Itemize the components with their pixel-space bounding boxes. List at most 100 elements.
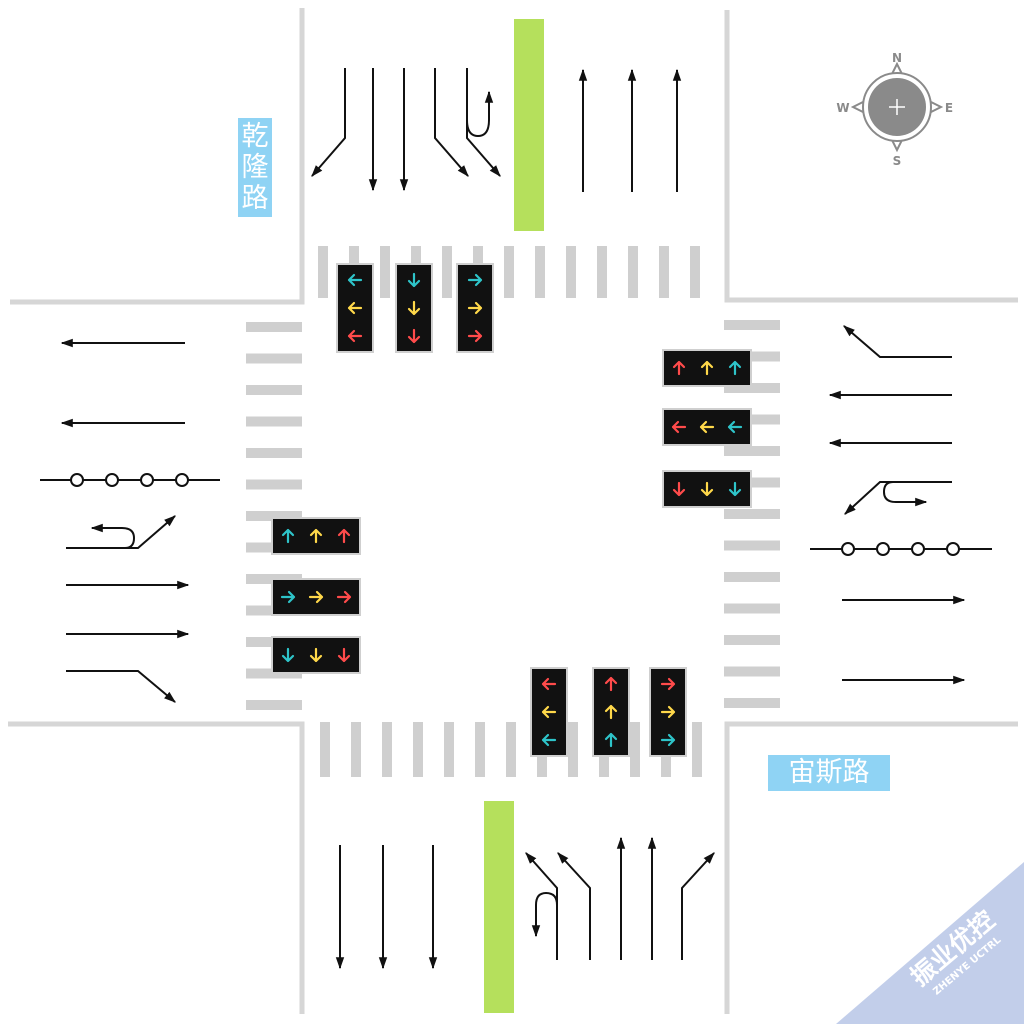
lane-arrow-left-turn	[525, 852, 558, 960]
crosswalk-stripe	[724, 540, 780, 551]
crosswalk-stripe	[724, 383, 780, 393]
watermark: 振业优控 ZHENYE UCTRL	[836, 862, 1024, 1024]
lane-arrow-right-turn	[843, 325, 952, 358]
crosswalk-stripe	[724, 635, 780, 645]
right-arrow-light	[336, 590, 352, 604]
down-arrow-light	[281, 647, 295, 663]
crosswalk-stripe	[659, 246, 669, 298]
compass-east-label: E	[945, 101, 953, 115]
right-arrow-light	[308, 590, 324, 604]
up-arrow-light	[604, 704, 618, 720]
crosswalk-stripe	[692, 722, 702, 777]
crosswalk-stripe	[380, 246, 390, 298]
lane-arrow-right-turn	[311, 68, 346, 177]
crosswalk-stripe	[475, 722, 485, 777]
right-arrow-light	[467, 301, 483, 315]
street-label-char: 隆	[241, 152, 269, 184]
lane-divider-circles-west	[40, 473, 220, 487]
crosswalk-stripe	[724, 603, 780, 614]
street-label-char: 乾	[241, 121, 269, 152]
left-arrow-light	[347, 329, 363, 343]
median-north	[514, 19, 544, 231]
down-arrow-light	[407, 328, 421, 344]
lane-arrow-left-turn	[844, 481, 952, 515]
compass-icon: N S W E	[836, 51, 953, 168]
right-arrow-light	[467, 273, 483, 287]
left-arrow-light	[541, 705, 557, 719]
crosswalk-stripe	[724, 509, 780, 519]
crosswalk-stripe	[246, 385, 302, 395]
left-arrow-light	[699, 420, 715, 434]
curb-nw	[10, 8, 305, 305]
signal-south-right	[649, 667, 687, 757]
curb-sw	[8, 721, 305, 1014]
crosswalk-stripe	[568, 722, 578, 777]
crosswalk-stripe	[724, 698, 780, 708]
signal-east-up	[662, 349, 752, 387]
signal-west-up	[271, 517, 361, 555]
up-arrow-light	[728, 360, 742, 376]
crosswalk-stripe	[506, 722, 516, 777]
crosswalk-stripe	[724, 320, 780, 330]
crosswalk-stripe	[246, 416, 302, 427]
crosswalk-stripe	[320, 722, 330, 777]
crosswalk-stripe	[724, 572, 780, 582]
left-arrow-light	[671, 420, 687, 434]
lane-arrow-u-turn	[90, 523, 136, 549]
crosswalk-stripe	[318, 246, 328, 298]
down-arrow-light	[337, 647, 351, 663]
crosswalk-stripe	[246, 322, 302, 332]
right-arrow-light	[280, 590, 296, 604]
signal-north-down	[395, 263, 433, 353]
compass-south-label: S	[893, 154, 902, 168]
down-arrow-light	[309, 647, 323, 663]
street-label-vertical: 乾隆路	[238, 118, 272, 218]
curb-se	[724, 721, 1018, 1014]
right-arrow-light	[660, 705, 676, 719]
lane-arrow-right-turn	[66, 670, 176, 703]
crosswalk-stripe	[690, 246, 700, 298]
signal-south-up	[592, 667, 630, 757]
crosswalk-stripe	[628, 246, 638, 298]
up-arrow-light	[281, 528, 295, 544]
signal-north-left	[336, 263, 374, 353]
crosswalks	[246, 246, 780, 777]
lane-arrow-u-turn	[531, 891, 558, 938]
lane-arrow-right-turn	[681, 852, 715, 960]
lane-arrow-left-turn	[557, 852, 591, 960]
left-arrow-light	[347, 273, 363, 287]
down-arrow-light	[407, 272, 421, 288]
curb-lines	[8, 8, 1018, 1014]
lane-arrow-u-turn	[466, 90, 494, 138]
left-arrow-light	[541, 733, 557, 747]
crosswalk-stripe	[246, 448, 302, 458]
median-south	[484, 801, 514, 1013]
up-arrow-light	[672, 360, 686, 376]
left-arrow-light	[727, 420, 743, 434]
signal-east-left	[662, 408, 752, 446]
compass-north-label: N	[892, 51, 902, 65]
compass-west-label: W	[836, 101, 849, 115]
crosswalk-stripe	[630, 722, 640, 777]
lane-arrow-left-turn	[66, 515, 176, 549]
traffic-signals	[271, 263, 752, 757]
crosswalk-stripe	[597, 246, 607, 298]
crosswalk-stripe	[724, 446, 780, 456]
crosswalk-stripe	[442, 246, 452, 298]
crosswalk-stripe	[504, 246, 514, 298]
street-label-horizontal: 宙斯路	[768, 755, 890, 791]
crosswalk-stripe	[444, 722, 454, 777]
crosswalk-stripe	[351, 722, 361, 777]
crosswalk-stripe	[566, 246, 576, 298]
up-arrow-light	[604, 676, 618, 692]
street-label-char: 路	[241, 183, 269, 215]
down-arrow-light	[728, 481, 742, 497]
crosswalk-stripe	[246, 511, 302, 521]
lane-divider-circles-east	[810, 542, 992, 556]
up-arrow-light	[604, 732, 618, 748]
crosswalk-stripe	[246, 479, 302, 490]
crosswalk-stripe	[724, 666, 780, 677]
crosswalk-stripe	[246, 353, 302, 364]
curb-ne	[724, 10, 1018, 303]
signal-west-down	[271, 636, 361, 674]
